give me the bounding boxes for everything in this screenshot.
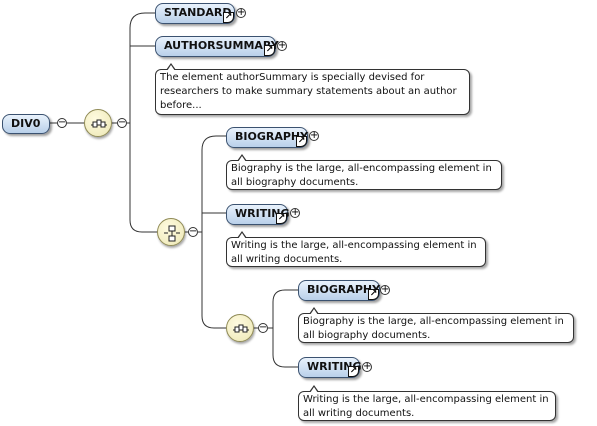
writing-expand-toggle[interactable]: + bbox=[290, 207, 300, 218]
annotation-line: all biography documents. bbox=[303, 330, 431, 341]
biography-expand-toggle[interactable]: + bbox=[380, 284, 390, 295]
writing-annotation: Writing is the large, all-encompassing e… bbox=[226, 231, 486, 267]
sequence-compositor-icon bbox=[84, 109, 112, 137]
div0-label: DIV0 bbox=[11, 117, 41, 130]
biography-node[interactable]: BIOGRAPHY ↗ bbox=[298, 280, 380, 301]
div0-collapse-toggle[interactable]: − bbox=[57, 117, 67, 128]
authorsummary-label: AUTHORSUMMARY bbox=[164, 39, 279, 52]
annotation-line: Writing is the large, all-encompassing e… bbox=[231, 240, 477, 251]
annotation-line: all writing documents. bbox=[231, 254, 343, 265]
div0-node[interactable]: DIV0 bbox=[2, 114, 50, 134]
writing-expand-toggle[interactable]: + bbox=[362, 361, 372, 372]
biography-annotation: Biography is the large, all-encompassing… bbox=[298, 307, 574, 343]
writing-node[interactable]: WRITING ↗ bbox=[226, 204, 290, 225]
sequence-collapse-toggle[interactable]: − bbox=[117, 117, 127, 128]
biography-expand-toggle[interactable]: + bbox=[309, 130, 319, 141]
reference-arrow-icon: ↗ bbox=[368, 289, 379, 300]
choice-collapse-toggle[interactable]: − bbox=[188, 226, 198, 237]
writing-label: WRITING bbox=[307, 360, 362, 373]
authorsummary-expand-toggle[interactable]: + bbox=[277, 40, 287, 51]
choice-compositor-icon bbox=[157, 218, 185, 246]
reference-arrow-icon: ↗ bbox=[276, 213, 287, 224]
biography-label: BIOGRAPHY bbox=[235, 130, 309, 143]
reference-arrow-icon: ↗ bbox=[223, 12, 234, 23]
annotation-line: Biography is the large, all-encompassing… bbox=[303, 316, 564, 327]
writing-label: WRITING bbox=[235, 207, 290, 220]
reference-arrow-icon: ↗ bbox=[348, 366, 359, 377]
annotation-line: researchers to make summary statements a… bbox=[160, 86, 457, 97]
standard-expand-toggle[interactable]: + bbox=[236, 7, 246, 18]
annotation-line: all biography documents. bbox=[231, 177, 359, 188]
annotation-line: The element authorSummary is specially d… bbox=[160, 72, 425, 83]
biography-label: BIOGRAPHY bbox=[307, 283, 381, 296]
sequence-compositor-icon bbox=[226, 314, 254, 342]
annotation-line: Writing is the large, all-encompassing e… bbox=[303, 394, 549, 405]
writing-node[interactable]: WRITING ↗ bbox=[298, 357, 362, 378]
standard-label: STANDARD bbox=[164, 6, 232, 19]
reference-arrow-icon: ↗ bbox=[264, 45, 275, 56]
annotation-line: all writing documents. bbox=[303, 408, 415, 419]
standard-node[interactable]: STANDARD ↗ bbox=[155, 3, 235, 24]
biography-annotation: Biography is the large, all-encompassing… bbox=[226, 154, 502, 190]
reference-arrow-icon: ↗ bbox=[296, 136, 307, 147]
biography-node[interactable]: BIOGRAPHY ↗ bbox=[226, 127, 308, 148]
sequence-collapse-toggle[interactable]: − bbox=[258, 322, 268, 333]
annotation-line: before... bbox=[160, 100, 202, 111]
authorsummary-node[interactable]: AUTHORSUMMARY ↗ bbox=[155, 36, 279, 57]
annotation-line: Biography is the large, all-encompassing… bbox=[231, 163, 492, 174]
writing-annotation: Writing is the large, all-encompassing e… bbox=[298, 385, 556, 421]
authorsummary-annotation: The element authorSummary is specially d… bbox=[155, 63, 470, 115]
